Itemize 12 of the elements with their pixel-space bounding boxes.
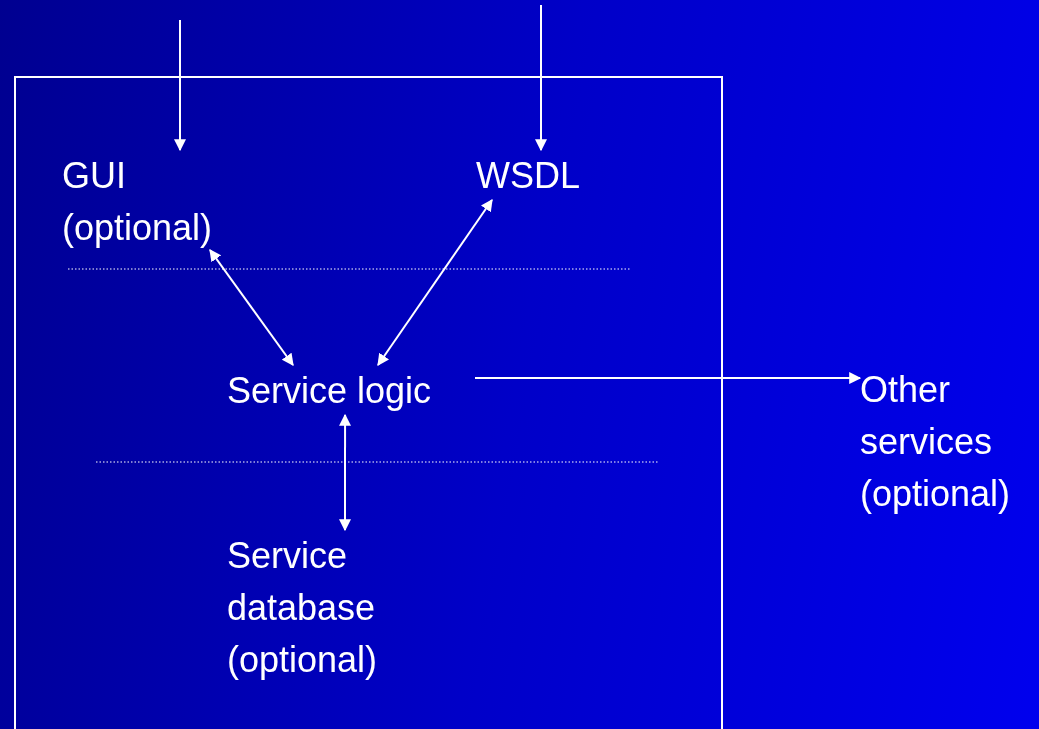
node-label: Service database (optional) <box>227 534 379 682</box>
node-label: GUI (optional) <box>62 154 214 250</box>
arrow <box>209 249 294 366</box>
arrow <box>535 4 547 152</box>
arrow <box>474 372 862 385</box>
outline-box <box>14 76 723 729</box>
node-label: WSDL <box>476 154 581 198</box>
arrow <box>339 413 352 532</box>
arrow <box>174 19 187 152</box>
node-label: Service logic <box>227 369 433 413</box>
arrow <box>377 199 493 366</box>
node-label: Other services (optional) <box>860 368 1012 516</box>
